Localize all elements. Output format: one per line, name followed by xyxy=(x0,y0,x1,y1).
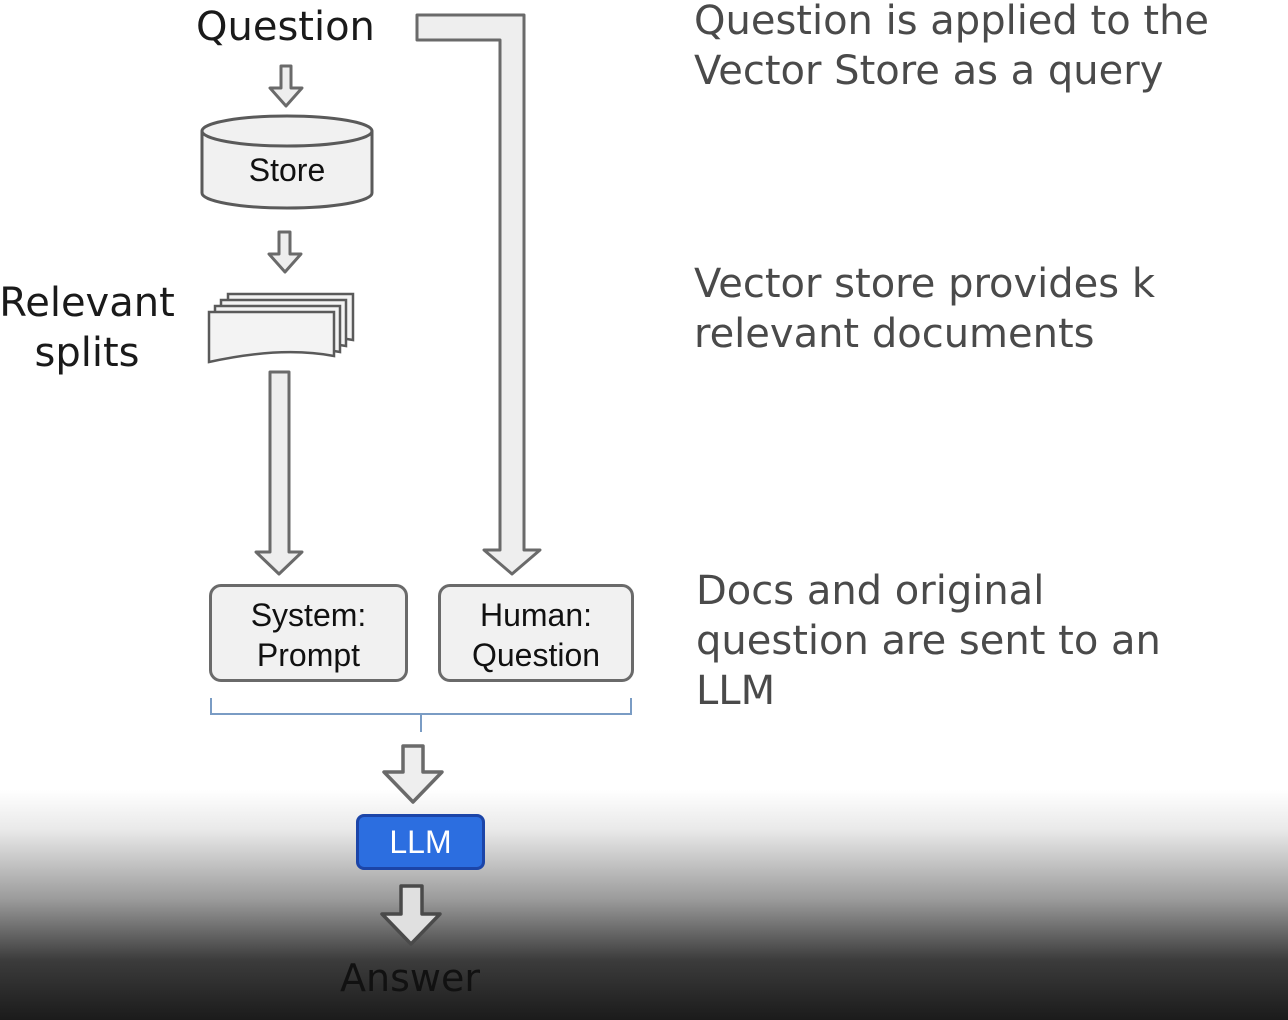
description-llm-step: Docs and original question are sent to a… xyxy=(696,566,1161,716)
description-retrieval-line-1: Vector store provides k xyxy=(694,261,1155,307)
arrow-store-to-splits xyxy=(267,230,303,274)
relevant-splits-label: Relevant splits xyxy=(0,278,182,378)
description-query-line-1: Question is applied to the xyxy=(694,0,1210,44)
arrow-splits-to-system-prompt xyxy=(254,370,304,576)
arrow-to-llm xyxy=(382,744,444,804)
system-prompt-line-2: Prompt xyxy=(256,637,361,673)
grouping-bracket xyxy=(210,698,632,732)
description-query-step: Question is applied to the Vector Store … xyxy=(694,0,1209,96)
description-llm-line-3: LLM xyxy=(696,668,776,714)
documents-stack-icon xyxy=(207,292,355,364)
answer-label: Answer xyxy=(340,956,480,1000)
human-question-line-1: Human: xyxy=(479,597,593,633)
description-llm-line-1: Docs and original xyxy=(696,568,1045,614)
human-question-box: Human: Question xyxy=(438,584,634,682)
system-prompt-line-1: System: xyxy=(250,597,367,633)
vector-store-cylinder-icon xyxy=(200,114,374,210)
description-query-line-2: Vector Store as a query xyxy=(694,48,1164,94)
description-llm-line-2: question are sent to an xyxy=(696,618,1161,664)
arrow-llm-to-answer xyxy=(380,884,442,946)
relevant-splits-line-2: splits xyxy=(34,330,140,376)
description-retrieval-step: Vector store provides k relevant documen… xyxy=(694,259,1155,359)
question-label: Question xyxy=(196,4,375,50)
human-question-line-2: Question xyxy=(471,637,601,673)
arrow-question-to-store xyxy=(268,64,304,108)
arrow-question-to-human-question xyxy=(415,13,542,576)
system-prompt-box: System: Prompt xyxy=(209,584,408,682)
description-retrieval-line-2: relevant documents xyxy=(694,311,1095,357)
store-label: Store xyxy=(248,152,326,188)
relevant-splits-line-1: Relevant xyxy=(0,280,175,326)
llm-box: LLM xyxy=(356,814,485,870)
